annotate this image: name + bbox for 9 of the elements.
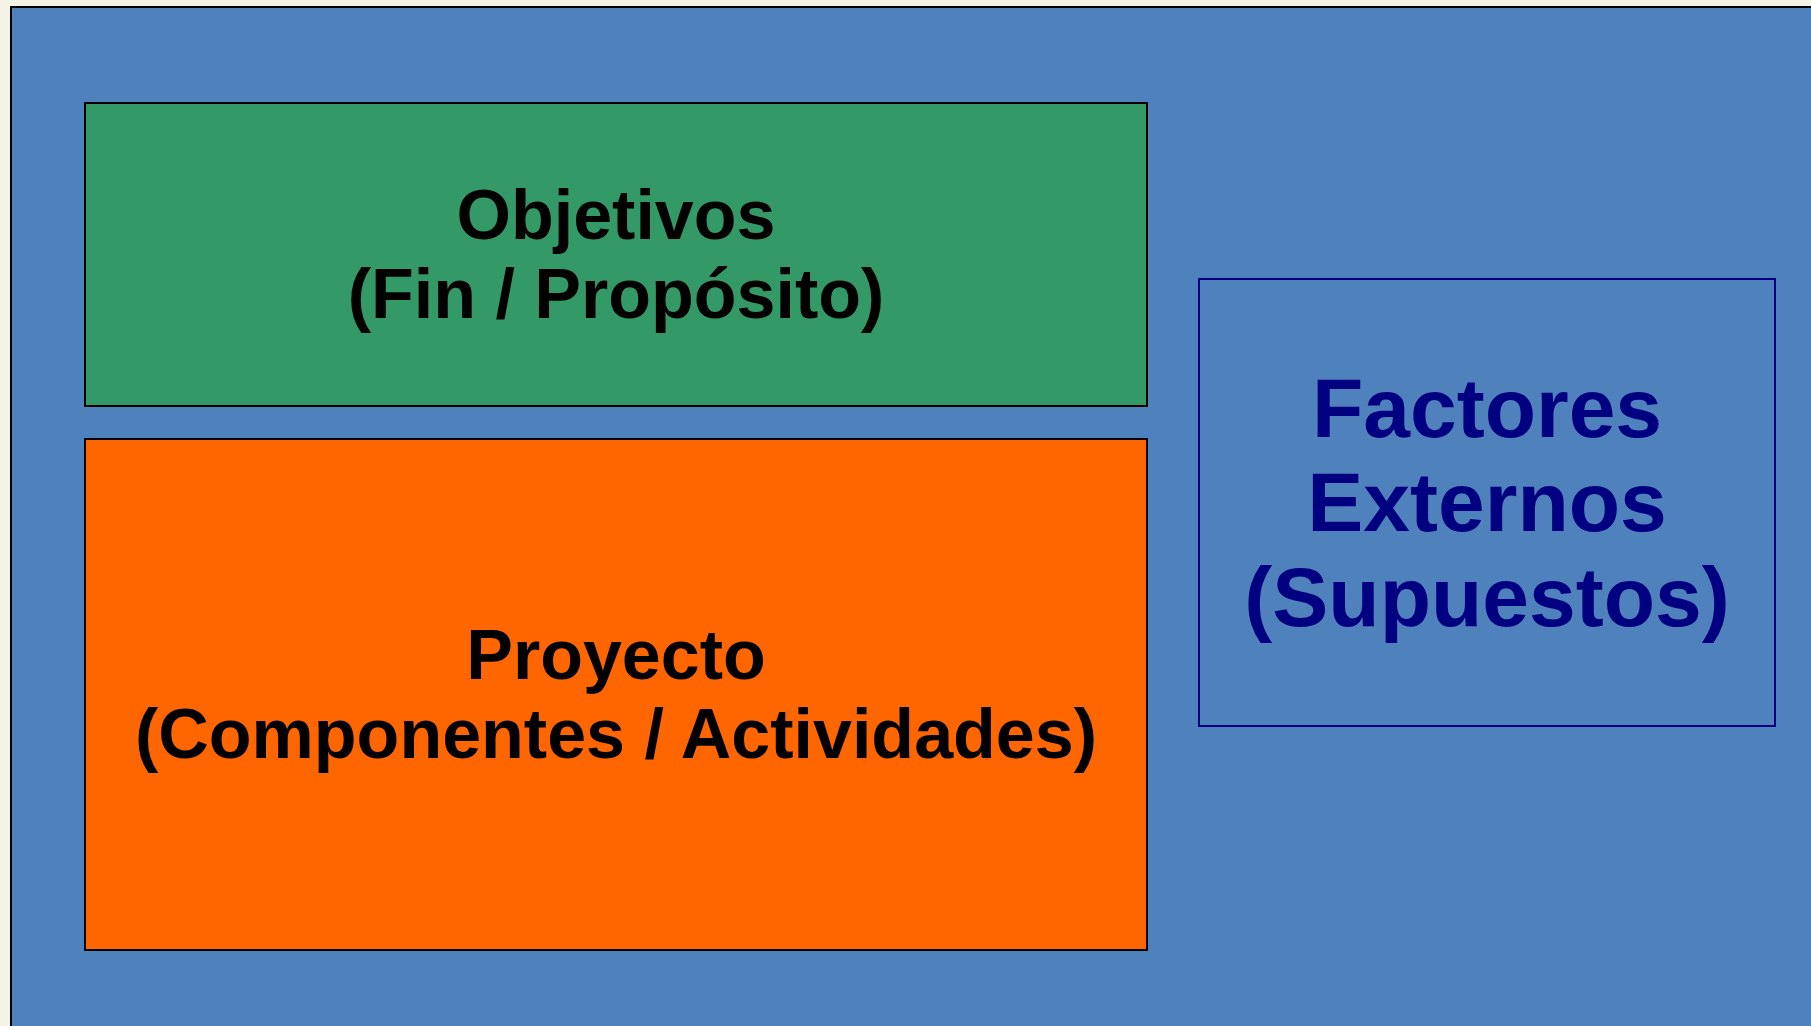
box-text: (Componentes / Actividades) (135, 694, 1097, 773)
project-box (84, 438, 1148, 951)
box-text: Proyecto (466, 616, 766, 695)
box-text: (Supuestos) (1244, 549, 1730, 644)
external-factors-box (1198, 278, 1776, 727)
objectives-box (84, 102, 1148, 407)
box-text: Factores Externos (1306, 361, 1668, 550)
box-text: (Fin / Propósito) (347, 254, 885, 333)
box-text: Objetivos (456, 176, 776, 255)
